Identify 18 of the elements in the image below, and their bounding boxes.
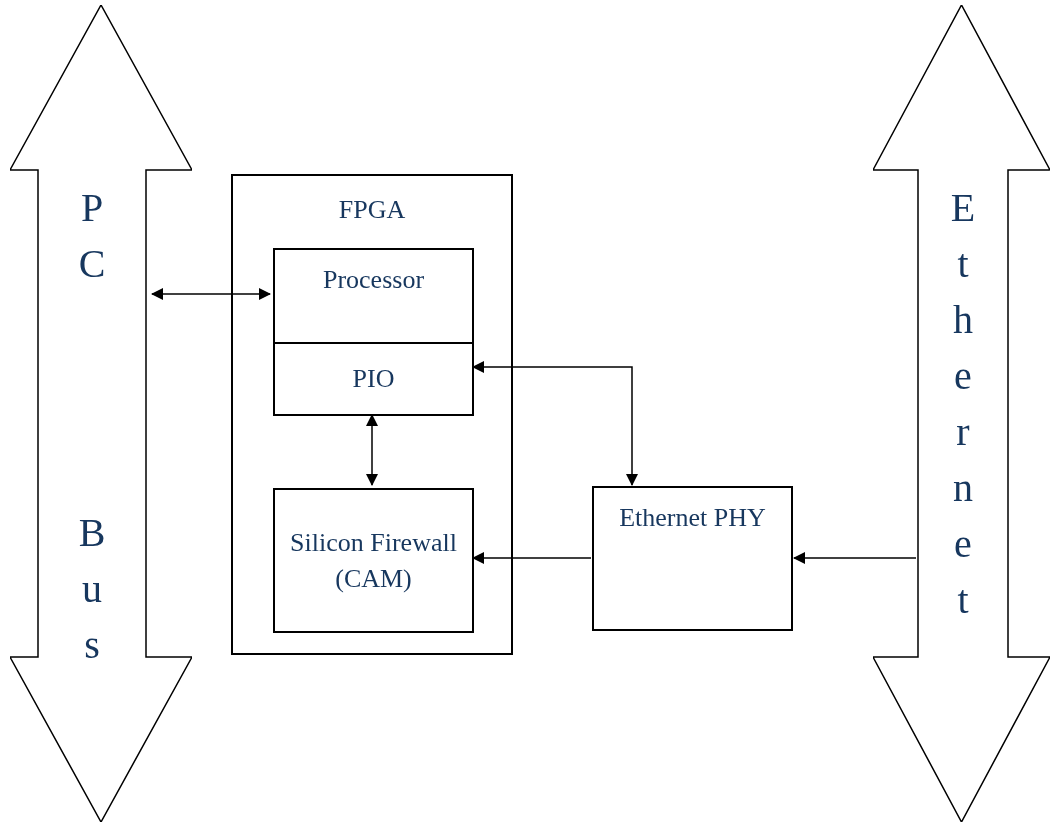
arrow — [472, 552, 592, 564]
firewall-box — [273, 488, 474, 633]
box-label: PIO — [351, 363, 396, 395]
arrow — [366, 414, 378, 486]
vertical-label: Bus — [78, 509, 106, 669]
fpga-box — [231, 174, 513, 655]
arrow — [151, 288, 271, 300]
box-label: Processor — [321, 264, 426, 296]
arrow — [472, 361, 638, 486]
phy-box — [592, 486, 793, 631]
vertical-label: PC — [78, 184, 106, 288]
processor-box — [273, 248, 474, 344]
pio-box — [273, 344, 474, 416]
box-label: Silicon Firewall (CAM) — [289, 526, 458, 595]
group-title: FPGA — [337, 194, 407, 226]
box-label: Ethernet PHY — [618, 502, 767, 534]
arrow — [793, 552, 917, 564]
vertical-label: Ethernet — [950, 184, 976, 624]
